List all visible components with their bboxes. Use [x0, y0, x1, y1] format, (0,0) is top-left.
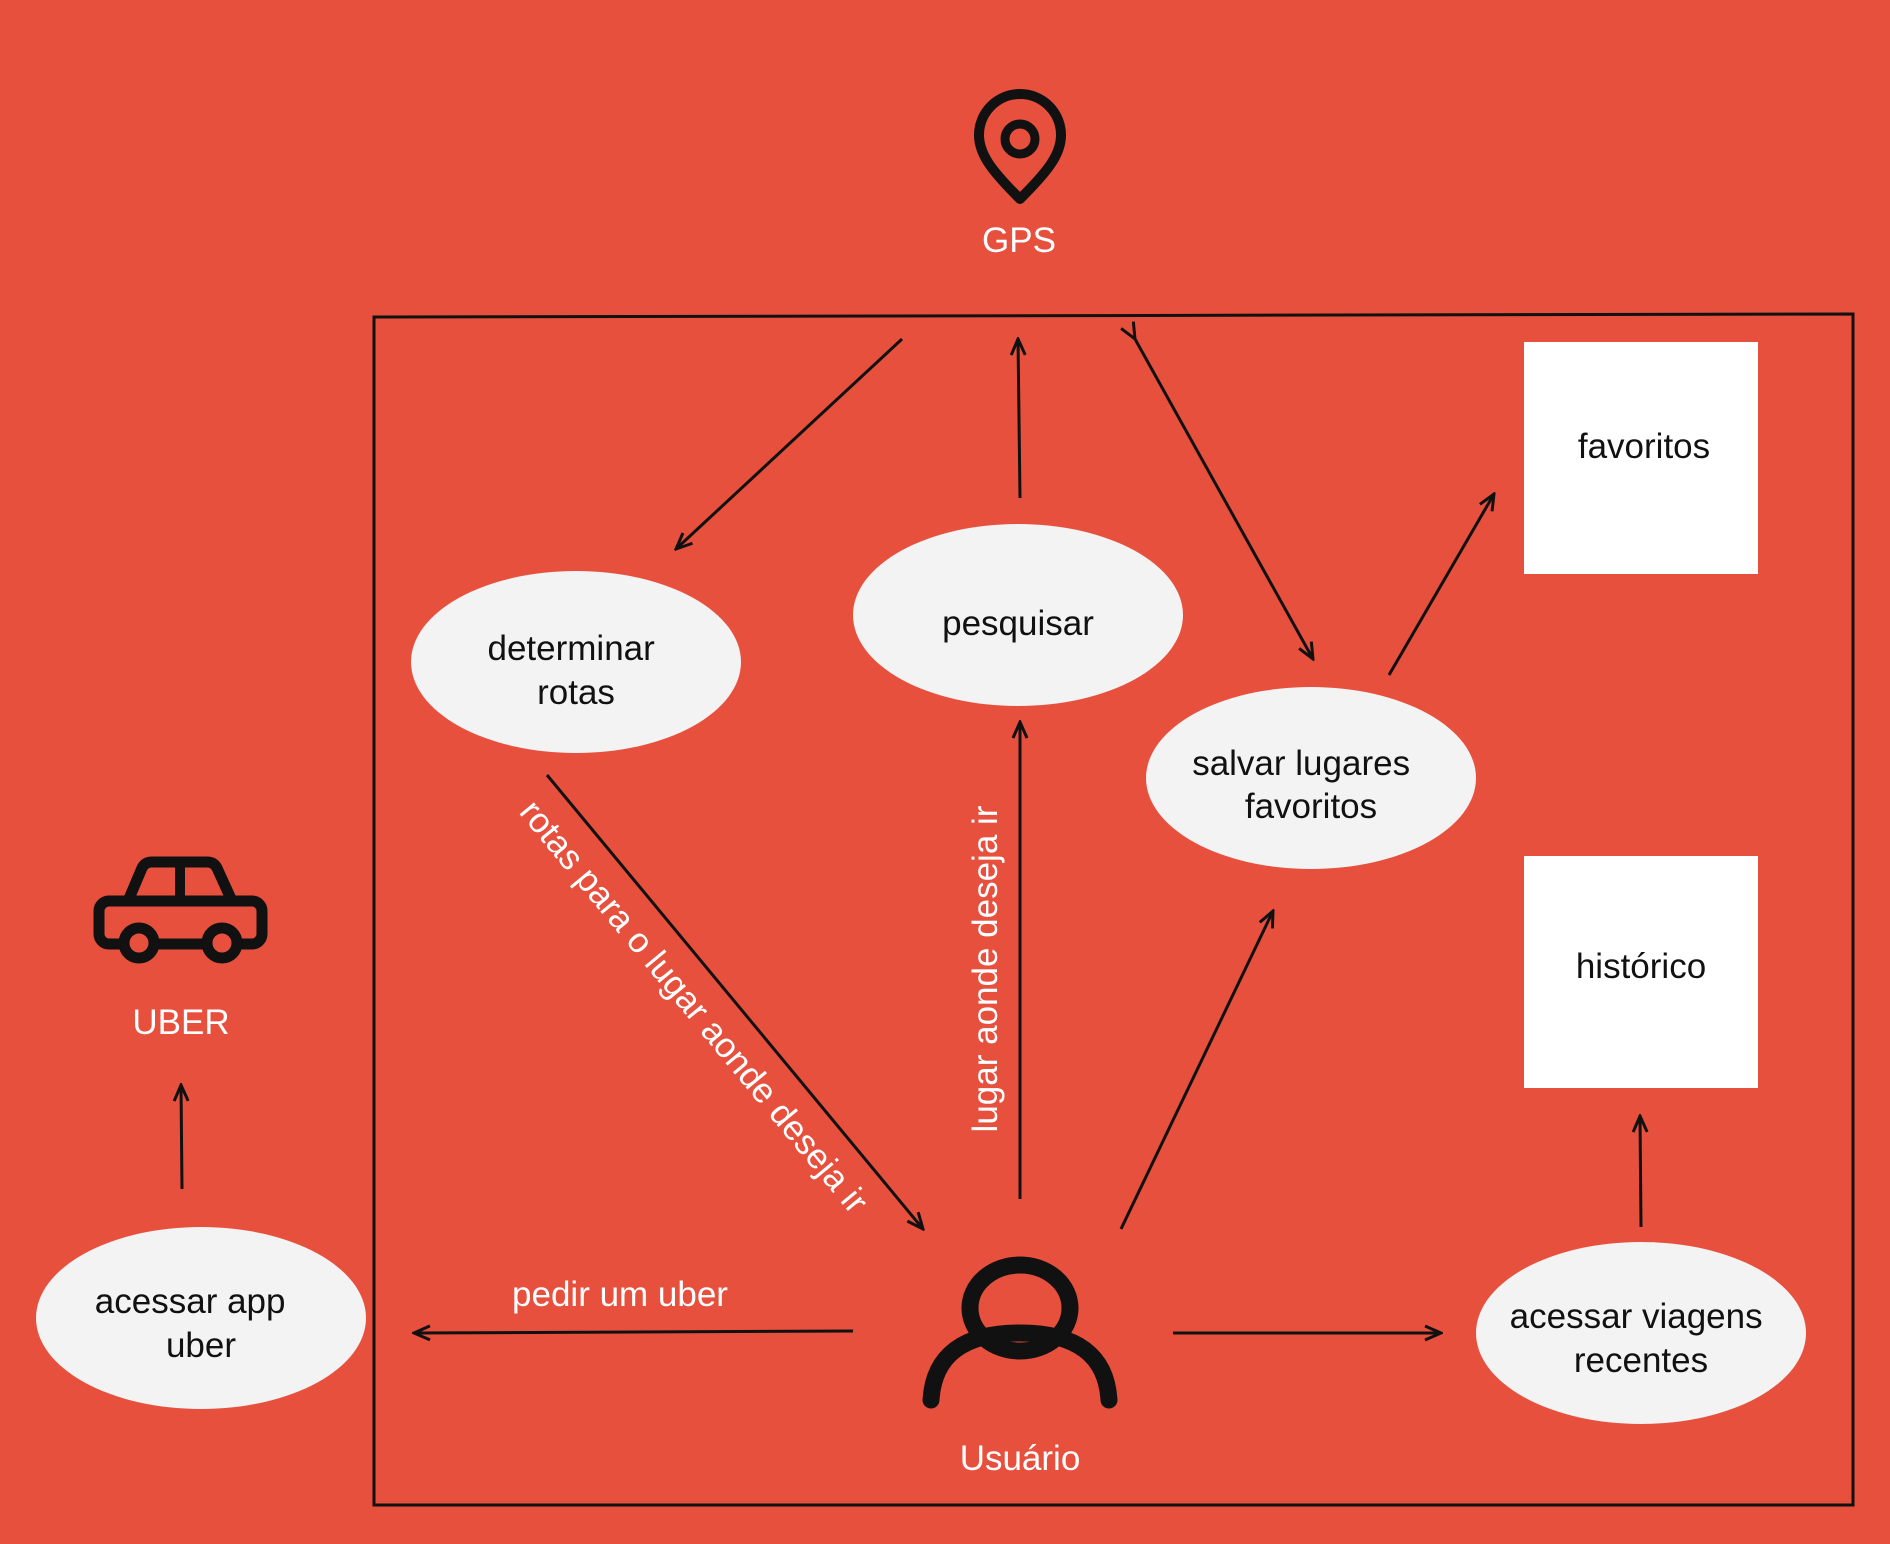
edge-gps-to-salvar — [1135, 339, 1313, 659]
use-case-label: salvar lugares favoritos — [1192, 744, 1420, 826]
use-case-label-line: favoritos — [1245, 787, 1377, 826]
use-case-label: acessar viagens recentes — [1510, 1297, 1773, 1380]
uber-label: UBER — [132, 1003, 229, 1042]
system-boundary — [372, 312, 1855, 1507]
edge-pesquisar-to-gps — [1018, 339, 1020, 499]
box-historico: histórico — [1524, 856, 1758, 1088]
edge-viagens-to-historico — [1640, 1116, 1641, 1228]
edge-salvar-to-favoritos — [1387, 494, 1494, 676]
edge-gps-to-determinar — [676, 337, 904, 549]
use-case-determinar-rotas: determinar rotas — [411, 571, 741, 753]
edge-determinar-to-user — [545, 774, 923, 1229]
edge-label-pedir: pedir um uber — [512, 1275, 728, 1314]
user-actor: Usuário — [922, 1256, 1118, 1478]
use-case-pesquisar: pesquisar — [853, 524, 1183, 706]
edge-acessar-app-to-uber — [181, 1085, 182, 1190]
use-case-label-line: pesquisar — [942, 604, 1094, 643]
edge-label-lugar: lugar aonde deseja ir — [966, 805, 1005, 1132]
gps-label: GPS — [982, 221, 1056, 260]
box-favoritos: favoritos — [1524, 342, 1758, 574]
use-case-acessar-viagens: acessar viagens recentes — [1476, 1242, 1806, 1424]
edge-user-to-acessar-app — [414, 1331, 854, 1333]
use-case-label-line: uber — [166, 1326, 236, 1365]
use-case-label-line: acessar app — [95, 1282, 286, 1321]
use-case-label-line: determinar — [487, 629, 655, 668]
map-pin-icon — [974, 89, 1066, 204]
use-case-label-line: salvar lugares — [1192, 744, 1410, 783]
use-case-label-line: recentes — [1574, 1341, 1708, 1380]
use-case-acessar-app: acessar app uber — [36, 1227, 366, 1409]
use-case-salvar-favoritos: salvar lugares favoritos — [1146, 687, 1476, 869]
box-historico-label: histórico — [1576, 947, 1706, 986]
use-case-label-line: rotas — [537, 673, 615, 712]
use-case-label: determinar rotas — [487, 629, 664, 712]
edge-user-to-salvar — [1119, 911, 1273, 1230]
car-icon — [93, 856, 268, 964]
user-icon — [922, 1256, 1118, 1409]
edge-label-rotas: rotas para o lugar aonde deseja ir — [512, 793, 876, 1221]
use-case-label: pesquisar — [942, 604, 1094, 643]
use-case-label-line: acessar viagens — [1510, 1297, 1763, 1336]
uber-actor: UBER — [93, 856, 268, 1042]
user-label: Usuário — [960, 1439, 1081, 1478]
use-case-label: acessar app uber — [95, 1282, 295, 1365]
box-favoritos-label: favoritos — [1578, 427, 1710, 466]
gps-actor: GPS — [974, 89, 1066, 260]
